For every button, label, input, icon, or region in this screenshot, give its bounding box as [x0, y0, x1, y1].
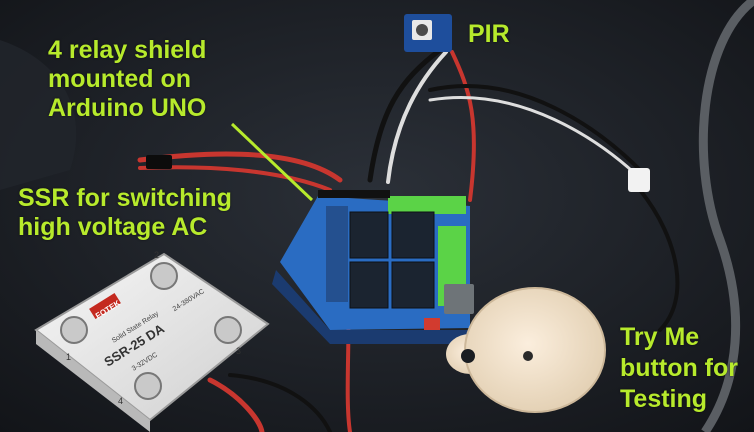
grey-cable	[698, 0, 754, 432]
ssr-label: SSR for switching high voltage AC	[18, 184, 232, 241]
relay-pointer-line	[230, 122, 314, 202]
try-me-label: Try Me button for Testing	[620, 323, 739, 413]
ssr-screw-1	[60, 316, 88, 344]
ssr-terminal-4: 4	[118, 396, 123, 406]
ssr-terminal-3: 3	[236, 346, 241, 356]
fabric-fold	[0, 40, 77, 190]
pir-label: PIR	[468, 20, 510, 48]
ssr-screw-4	[134, 372, 162, 400]
jumper-plug	[146, 155, 172, 169]
relay-shield-label: 4 relay shield mounted on Arduino UNO	[48, 36, 207, 122]
try-me-buzzer	[446, 287, 606, 413]
cable-connector	[628, 168, 650, 192]
ssr-screw-2	[150, 262, 178, 290]
pir-sensor	[404, 14, 452, 52]
ssr-terminal-2: 2	[154, 250, 159, 260]
ssr-screw-3	[214, 316, 242, 344]
relay-modules	[349, 211, 435, 309]
arduino-relay-shield	[272, 190, 474, 344]
ssr-terminal-1: 1	[66, 352, 71, 362]
solid-state-relay: FOTEK SSR-25 DA Solid State Relay 3-32VD…	[34, 250, 270, 432]
